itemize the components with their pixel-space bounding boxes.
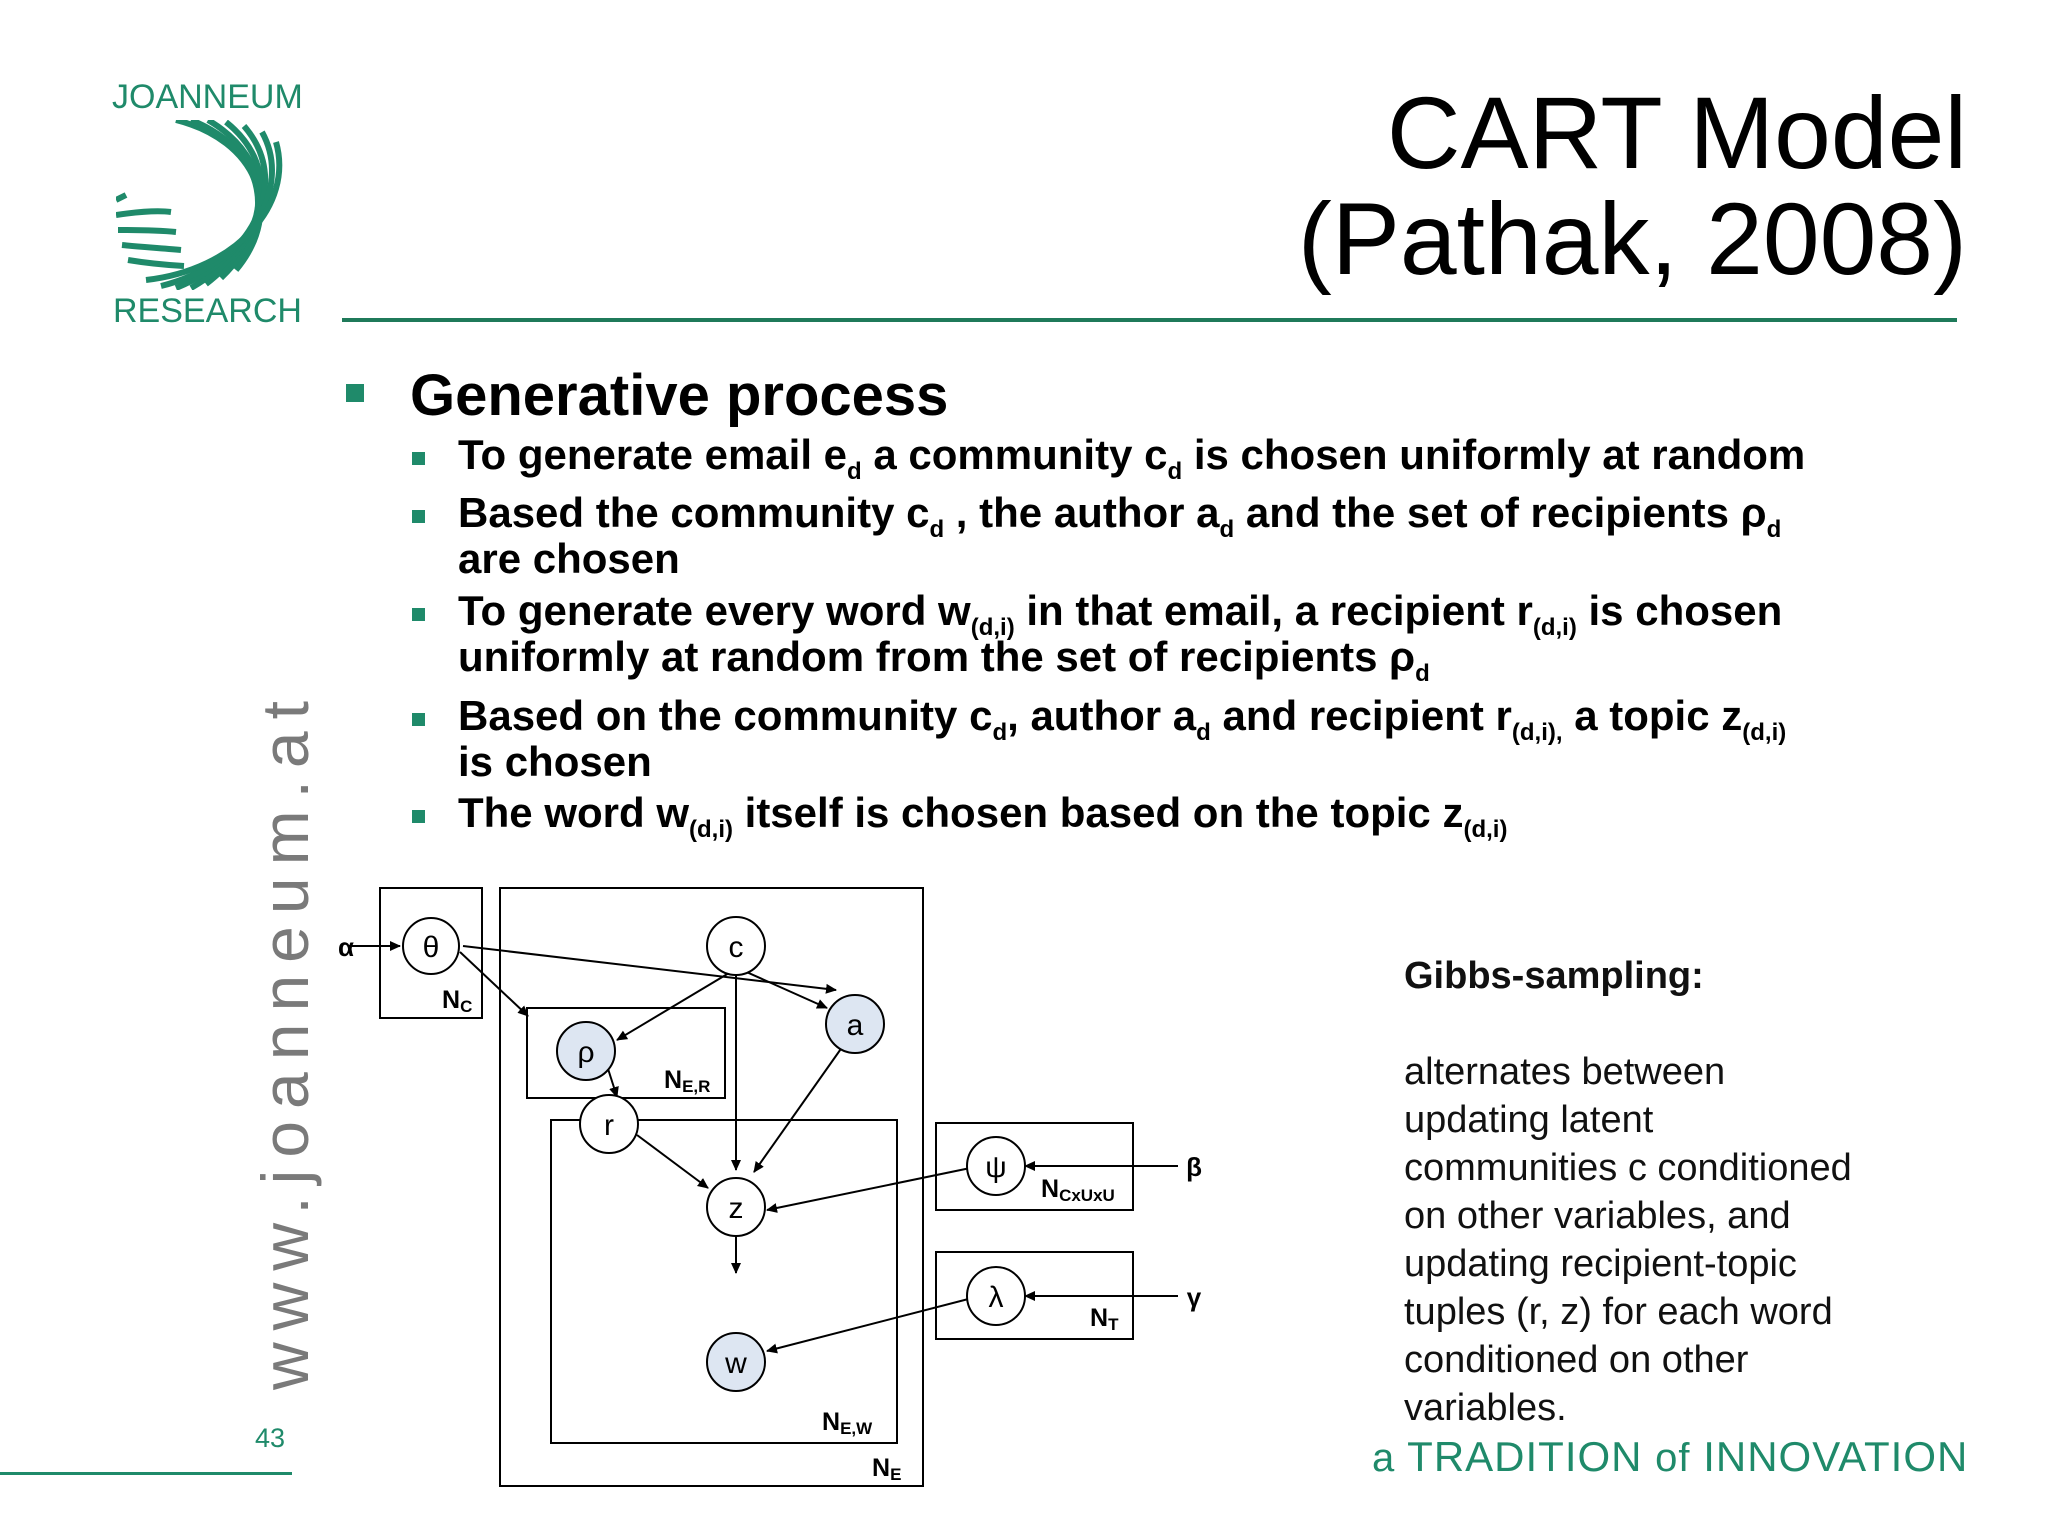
- title-divider: [342, 318, 1957, 322]
- bullet-item-3: To generate every word w(d,i) in that em…: [458, 587, 1783, 687]
- bullet-marker: [412, 713, 425, 726]
- bullet-marker: [412, 452, 425, 465]
- plate-ne-label: NE: [872, 1454, 901, 1484]
- node-gamma: γ: [1187, 1282, 1202, 1312]
- node-a-circle: [825, 994, 885, 1054]
- plate-nc-label: NC: [442, 986, 472, 1016]
- node-r: r: [604, 1109, 614, 1142]
- node-c-circle: [706, 916, 766, 976]
- bullet-marker: [412, 608, 425, 621]
- bullet-marker: [412, 810, 425, 823]
- gibbs-body: alternates between updating latent commu…: [1404, 1051, 1852, 1429]
- node-theta-circle: [402, 917, 460, 975]
- node-beta: β: [1186, 1152, 1202, 1182]
- gibbs-sampling-note: Gibbs-sampling: alternates between updat…: [1404, 904, 1964, 1480]
- node-c: c: [729, 931, 744, 964]
- plate-new: [550, 1119, 898, 1444]
- plate-ncuu-label: NCxUxU: [1041, 1175, 1115, 1205]
- node-theta: θ: [423, 931, 440, 964]
- section-heading: Generative process: [410, 363, 949, 428]
- bullet-marker: [412, 510, 425, 523]
- bullet-item-4: Based on the community cd, author ad and…: [458, 692, 1787, 785]
- logo-bottom-text: RESEARCH: [113, 292, 302, 330]
- plate-ner-label: NE,R: [664, 1066, 710, 1096]
- plate-ner: [526, 1007, 726, 1099]
- bullet-item-2: Based the community cd , the author ad a…: [458, 489, 1782, 582]
- node-lambda: λ: [989, 1281, 1004, 1314]
- bullet-marker: [346, 384, 364, 402]
- bullet-item-5: The word w(d,i) itself is chosen based o…: [458, 789, 1508, 843]
- logo-top-text: JOANNEUM: [112, 78, 303, 116]
- node-z-circle: [706, 1177, 766, 1237]
- node-alpha: α: [338, 932, 354, 962]
- node-psi-circle: [966, 1136, 1026, 1196]
- title-line-2: (Pathak, 2008): [1297, 182, 1967, 296]
- graphical-model-diagram: NC NE NE,R NE,W NCxUxU NT α θ c a ρ: [338, 887, 1202, 1487]
- page-number: 43: [255, 1423, 286, 1453]
- node-z: z: [729, 1192, 744, 1225]
- plate-ne: [499, 887, 924, 1487]
- footer-rule: [0, 1472, 292, 1475]
- slide-title: CART Model (Pathak, 2008): [1298, 80, 1967, 292]
- plate-nt-label: NT: [1090, 1304, 1119, 1334]
- node-psi: ψ: [985, 1151, 1006, 1184]
- bullet-item-1: To generate email ed a community cd is c…: [458, 431, 1806, 485]
- footer-slogan: a TRADITION of INNOVATION: [1372, 1433, 1969, 1480]
- node-r-circle: [579, 1094, 639, 1154]
- gibbs-title: Gibbs-sampling:: [1404, 955, 1704, 997]
- node-w: w: [724, 1347, 747, 1380]
- node-lambda-circle: [966, 1266, 1026, 1326]
- title-line-1: CART Model: [1386, 76, 1967, 190]
- logo-mark: [116, 120, 283, 290]
- node-a: a: [847, 1009, 864, 1042]
- plate-nc: [379, 887, 483, 1019]
- plate-new-label: NE,W: [822, 1408, 873, 1438]
- node-rho-circle: [556, 1021, 616, 1081]
- side-url: www.joanneum.at: [248, 689, 322, 1390]
- node-w-circle: [706, 1332, 766, 1392]
- node-rho: ρ: [577, 1036, 594, 1069]
